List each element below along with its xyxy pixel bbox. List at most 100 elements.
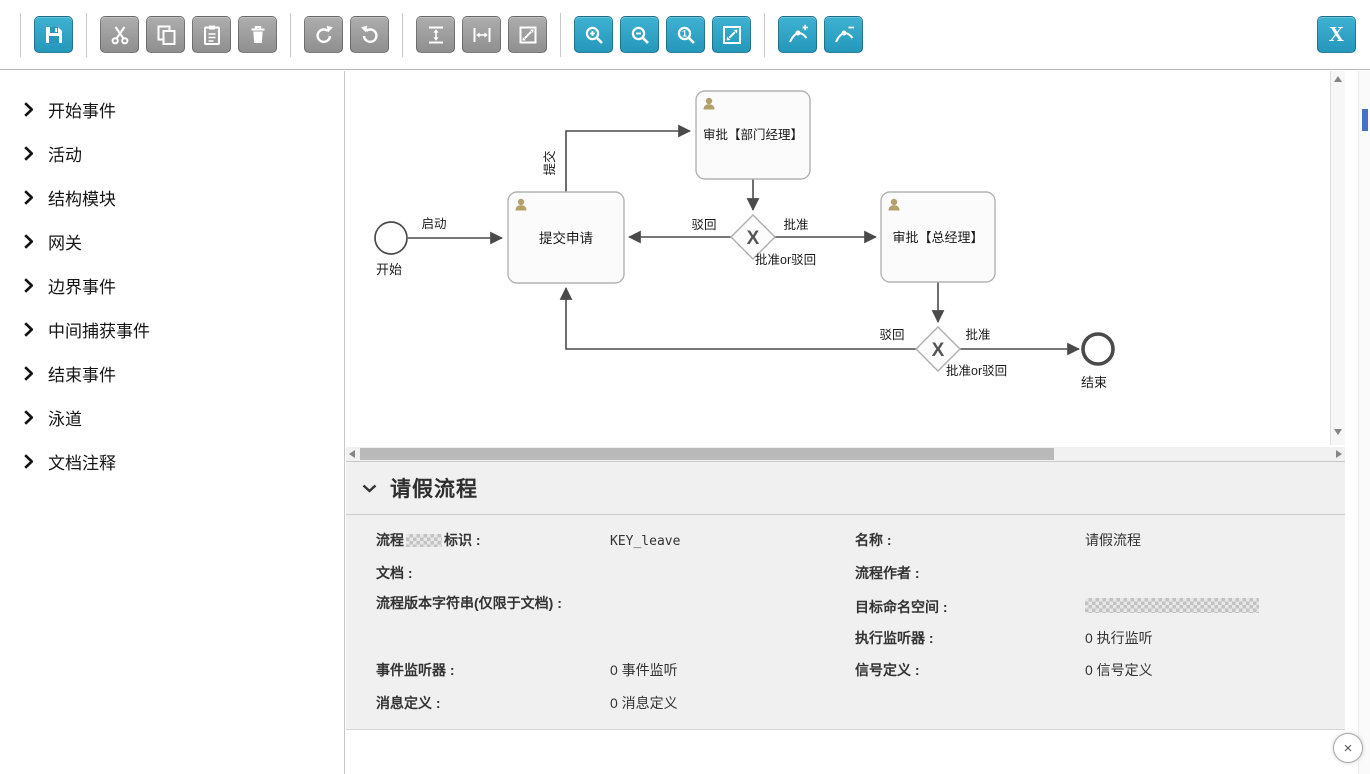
- close-button[interactable]: ×: [1333, 733, 1363, 763]
- chevron-right-icon: [24, 453, 33, 469]
- redacted-text: [406, 534, 442, 547]
- scroll-left-arrow-icon[interactable]: [349, 450, 355, 458]
- toolbar-divider: [86, 12, 87, 57]
- x-button[interactable]: X: [1317, 16, 1356, 53]
- properties-header[interactable]: 请假流程: [346, 462, 1345, 515]
- field-target-namespace-label: 目标命名空间 :: [855, 599, 948, 615]
- toolbar-divider: [764, 12, 765, 57]
- chevron-right-icon: [24, 189, 33, 205]
- gateway-1[interactable]: X 批准or驳回: [730, 214, 816, 267]
- redo-arrow-icon: [315, 25, 333, 43]
- sidebar-item-swimlanes[interactable]: 泳道: [0, 395, 344, 439]
- field-process-id-value: KEY_leave: [610, 534, 681, 549]
- svg-text:审批【总经理】: 审批【总经理】: [892, 230, 983, 245]
- start-event[interactable]: 开始: [374, 221, 408, 277]
- flow-label-submit: 提交: [542, 150, 557, 175]
- toolbar-divider: [20, 12, 21, 57]
- undo-arrow-icon: [360, 25, 378, 43]
- sidebar-item-annotation[interactable]: 文档注释: [0, 439, 344, 483]
- toolbar-divider: [402, 12, 403, 57]
- save-button[interactable]: [34, 16, 73, 53]
- user-icon: [703, 97, 715, 110]
- scroll-down-arrow-icon[interactable]: [1334, 429, 1342, 435]
- bpmn-diagram: 开始 提交申请 审批【部门经理】: [374, 90, 1115, 390]
- align-horizontal-icon: [473, 27, 490, 42]
- zoom-actual-button[interactable]: 1: [666, 16, 705, 53]
- chevron-right-icon: [24, 145, 33, 161]
- trash-icon: [251, 25, 264, 43]
- canvas-horizontal-scrollbar[interactable]: [346, 447, 1345, 461]
- same-size-icon: [519, 26, 536, 43]
- same-size-button[interactable]: [508, 16, 547, 53]
- zoom-out-icon: [631, 26, 649, 44]
- zoom-fit-button[interactable]: [712, 16, 751, 53]
- field-execution-listeners-label: 执行监听器 :: [855, 630, 934, 646]
- copy-icon: [157, 25, 175, 45]
- sidebar-item-label: 中间捕获事件: [48, 321, 150, 341]
- field-event-listeners-label: 事件监听器 :: [376, 662, 455, 678]
- sidebar-item-gateways[interactable]: 网关: [0, 219, 344, 263]
- zoom-out-button[interactable]: [620, 16, 659, 53]
- gateway-2[interactable]: X 批准or驳回: [915, 326, 1007, 378]
- zoom-in-button[interactable]: [574, 16, 613, 53]
- align-vertical-icon: [428, 26, 443, 43]
- canvas-vertical-scrollbar[interactable]: [1330, 71, 1345, 445]
- svg-text:结束: 结束: [1081, 375, 1107, 390]
- diagram-canvas[interactable]: 开始 提交申请 审批【部门经理】: [346, 71, 1330, 441]
- zoom-in-icon: [585, 26, 603, 44]
- sidebar-item-intermediate-catching-events[interactable]: 中间捕获事件: [0, 307, 344, 351]
- floppy-icon: [45, 26, 62, 43]
- field-target-namespace-value-redacted: [1085, 598, 1259, 613]
- flow-gateway2-reject[interactable]: [559, 287, 916, 350]
- flow-label-start: 启动: [421, 217, 446, 231]
- sidebar-item-end-events[interactable]: 结束事件: [0, 351, 344, 395]
- page-scrollbar[interactable]: [1358, 71, 1370, 774]
- field-message-definitions-value[interactable]: 0 消息定义: [610, 695, 678, 711]
- remove-bendpoint-icon: [834, 26, 854, 42]
- align-horizontal-button[interactable]: [462, 16, 501, 53]
- task-general-manager[interactable]: 审批【总经理】: [880, 191, 996, 283]
- toolbar-divider: [560, 12, 561, 57]
- copy-button[interactable]: [146, 16, 185, 53]
- scissors-icon: [111, 25, 128, 44]
- field-execution-listeners-value[interactable]: 0 执行监听: [1085, 630, 1153, 646]
- redo-button[interactable]: [304, 16, 343, 53]
- paste-button[interactable]: [192, 16, 231, 53]
- cut-button[interactable]: [100, 16, 139, 53]
- add-bendpoint-button[interactable]: [778, 16, 817, 53]
- task-dept-manager[interactable]: 审批【部门经理】: [695, 90, 811, 180]
- field-signal-definitions-value[interactable]: 0 信号定义: [1085, 662, 1153, 678]
- sidebar-item-structural[interactable]: 结构模块: [0, 175, 344, 219]
- chevron-right-icon: [24, 277, 33, 293]
- sidebar-item-start-events[interactable]: 开始事件: [0, 87, 344, 131]
- page-scroll-thumb[interactable]: [1362, 109, 1368, 131]
- scroll-right-arrow-icon[interactable]: [1336, 450, 1342, 458]
- delete-button[interactable]: [238, 16, 277, 53]
- sidebar-item-label: 活动: [48, 145, 82, 165]
- flow-label-reject-1: 驳回: [691, 218, 716, 232]
- user-icon: [515, 198, 527, 211]
- horizontal-scroll-thumb[interactable]: [360, 448, 1054, 460]
- end-event[interactable]: 结束: [1081, 332, 1115, 390]
- undo-button[interactable]: [350, 16, 389, 53]
- remove-bendpoint-button[interactable]: [824, 16, 863, 53]
- svg-text:审批【部门经理】: 审批【部门经理】: [703, 127, 803, 142]
- scroll-up-arrow-icon[interactable]: [1334, 76, 1342, 82]
- svg-text:批准or驳回: 批准or驳回: [946, 363, 1007, 378]
- chevron-down-icon: [362, 484, 377, 493]
- add-bendpoint-icon: [788, 24, 808, 42]
- flow-submit-to-dept[interactable]: [565, 124, 691, 192]
- svg-text:提交申请: 提交申请: [539, 230, 593, 246]
- svg-text:X: X: [747, 228, 760, 249]
- align-vertical-button[interactable]: [416, 16, 455, 53]
- field-message-definitions-label: 消息定义 :: [376, 695, 441, 711]
- sidebar-item-boundary-events[interactable]: 边界事件: [0, 263, 344, 307]
- sidebar-item-label: 网关: [48, 233, 82, 253]
- field-event-listeners-value[interactable]: 0 事件监听: [610, 662, 678, 678]
- palette-sidebar: 开始事件 活动 结构模块 网关 边界事件 中间捕获事件 结束事件 泳道 文档注释: [0, 71, 345, 774]
- field-signal-definitions-label: 信号定义 :: [855, 662, 920, 678]
- svg-text:开始: 开始: [376, 262, 402, 277]
- task-submit[interactable]: 提交申请: [507, 191, 625, 284]
- sidebar-item-label: 文档注释: [48, 453, 116, 473]
- sidebar-item-activities[interactable]: 活动: [0, 131, 344, 175]
